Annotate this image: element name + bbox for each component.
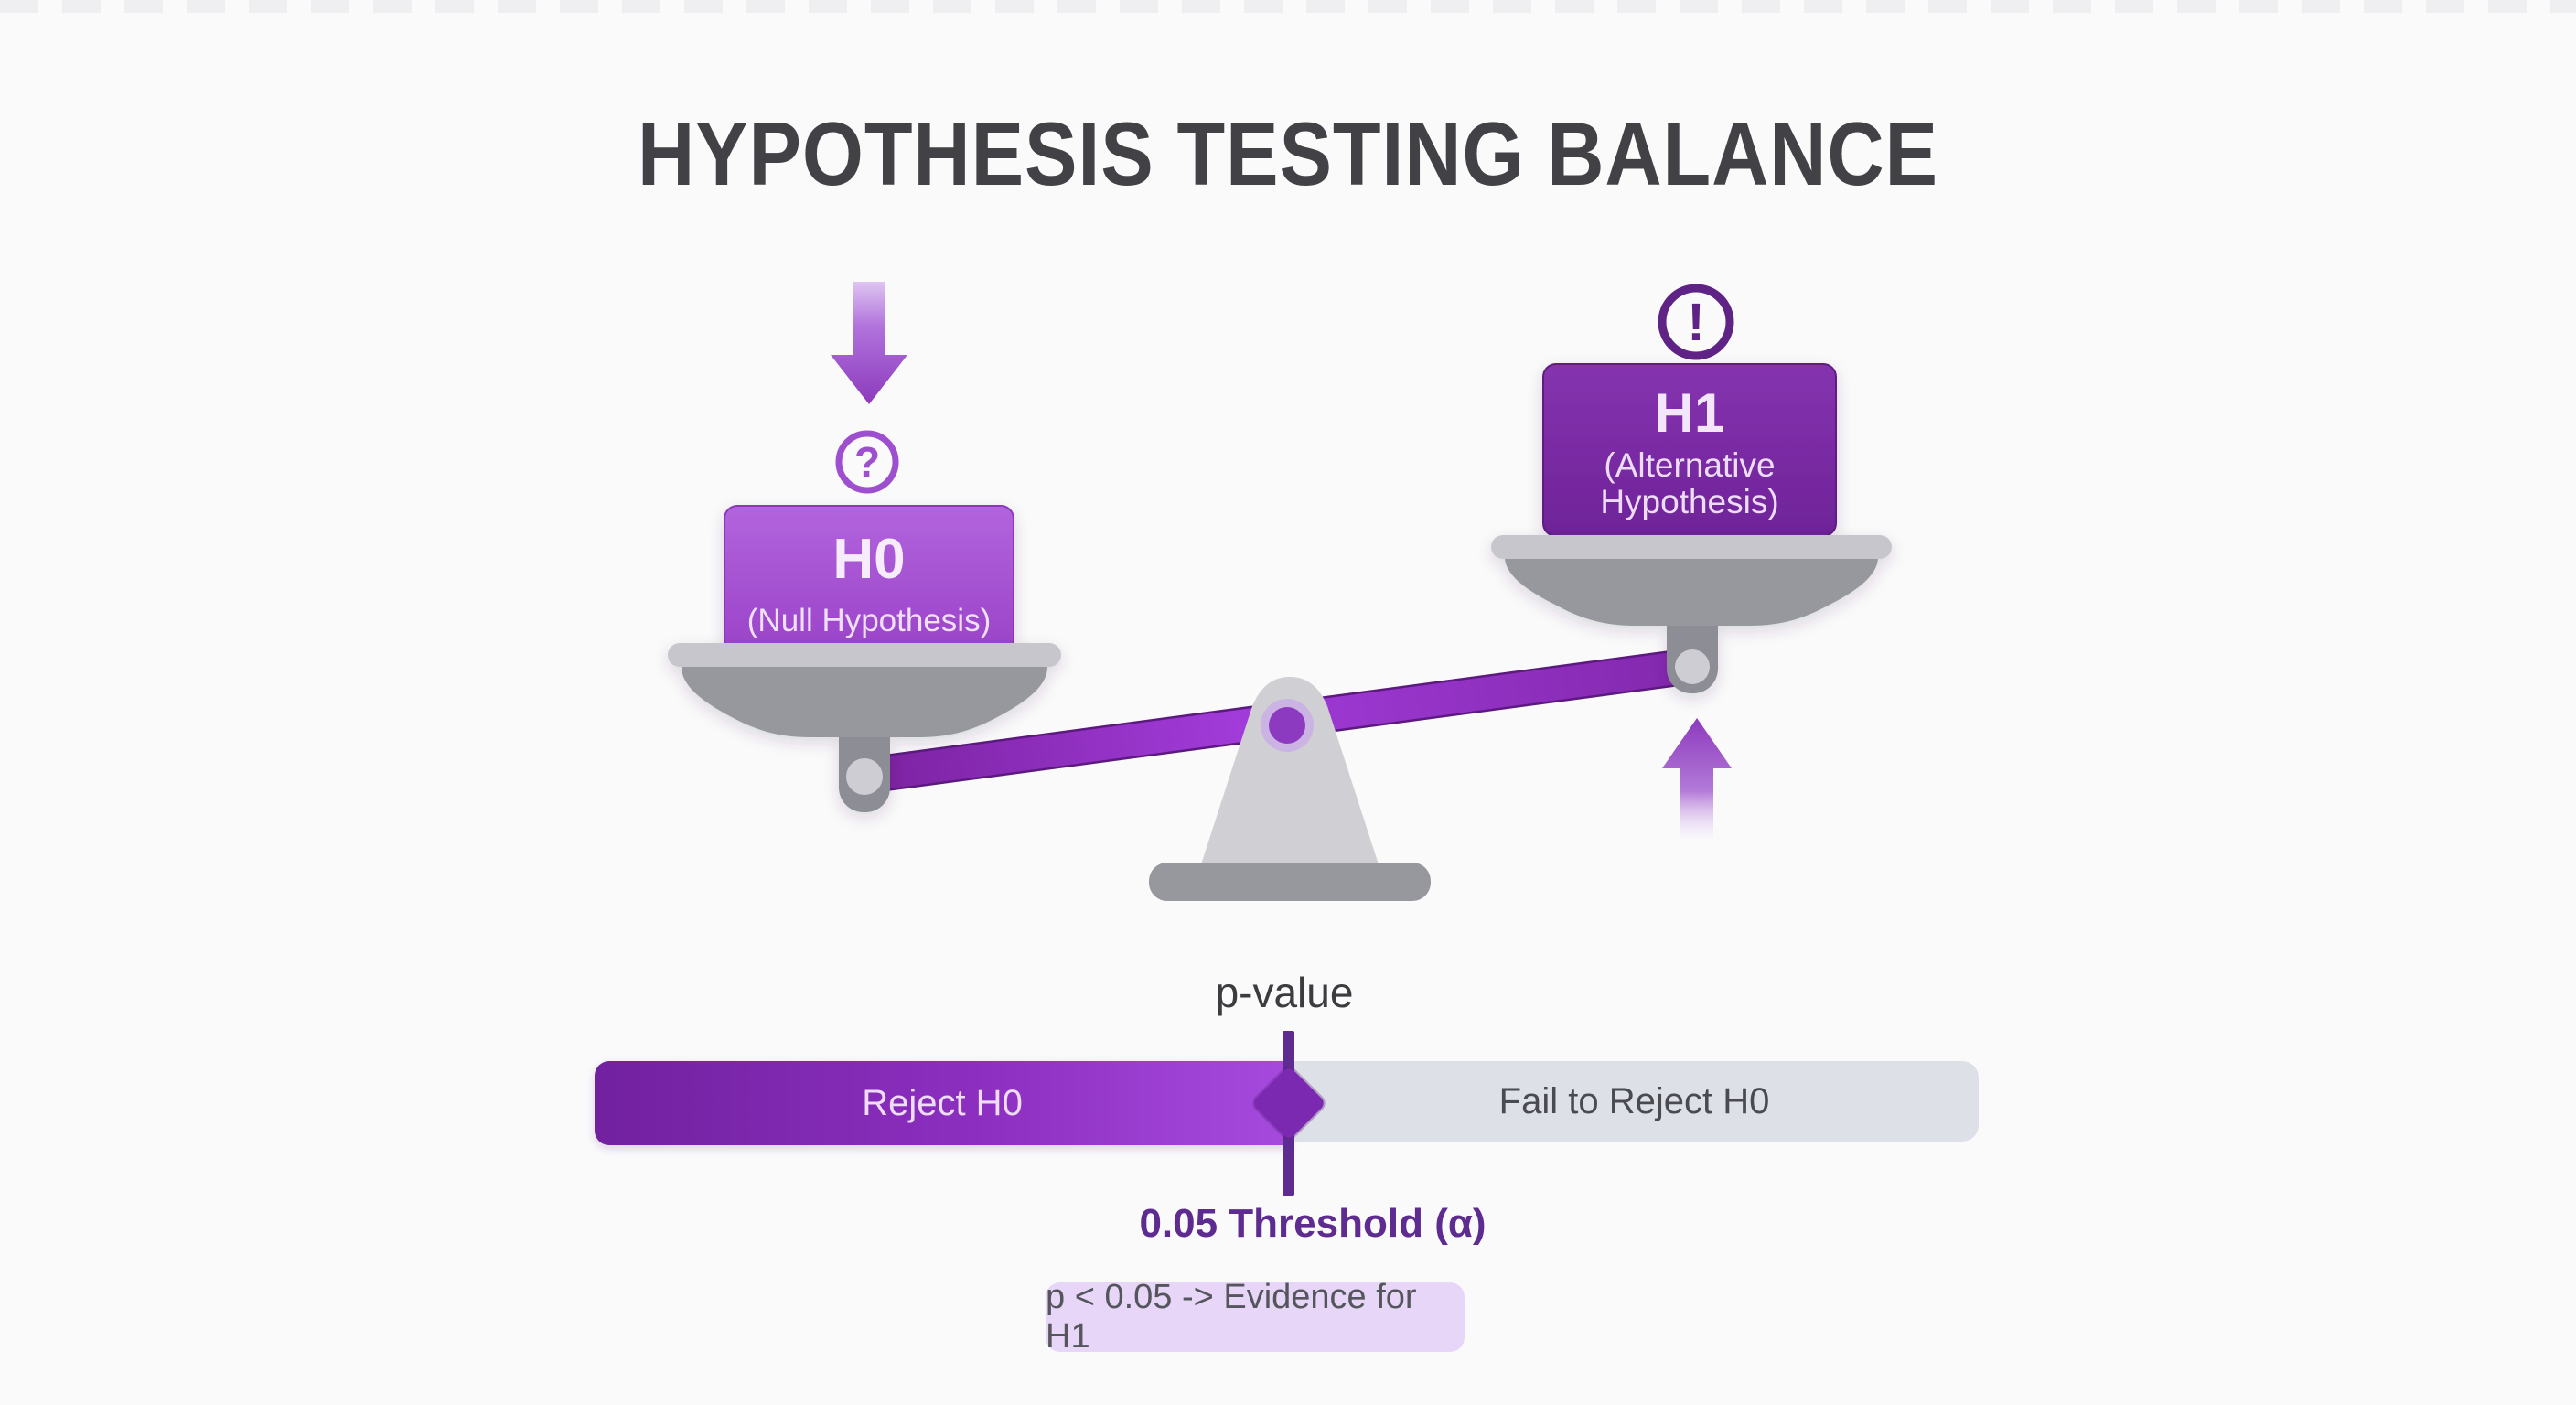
question-circle: [835, 430, 899, 494]
fulcrum: [1149, 677, 1431, 901]
up-arrow: [1662, 718, 1732, 838]
alert-icon: !: [1687, 293, 1704, 352]
left-pan-bowl: [682, 667, 1047, 737]
pivot-circle: [1269, 707, 1305, 744]
h1-label-line1: (Alternative: [1604, 446, 1775, 484]
fail-to-reject-zone: Fail to Reject H0: [1290, 1061, 1979, 1142]
left-pan: [668, 643, 1061, 812]
right-pan-pivot: [1675, 649, 1710, 684]
conclusion-note: p < 0.05 -> Evidence for H1: [1046, 1278, 1465, 1356]
h1-label-line2: Hypothesis): [1600, 483, 1778, 520]
down-arrow: [831, 282, 907, 404]
right-pan-bar: [1491, 535, 1892, 559]
pvalue-pointer-label: p-value: [1215, 969, 1354, 1016]
right-pan: [1491, 535, 1892, 693]
left-pan-bar: [668, 643, 1061, 667]
reject-zone: Reject H0: [595, 1061, 1290, 1145]
fulcrum-base: [1149, 863, 1431, 901]
h0-card: H0 (Null Hypothesis): [724, 505, 1014, 655]
h0-code: H0: [832, 528, 905, 591]
fail-to-reject-zone-label: Fail to Reject H0: [1498, 1080, 1770, 1121]
alert-badge: !: [1658, 284, 1734, 360]
threshold-label: 0.05 Threshold (α): [1139, 1201, 1487, 1246]
alert-circle: [1658, 284, 1734, 360]
conclusion-note-text: p < 0.05 -> Evidence for H1: [1046, 1278, 1417, 1356]
h1-card: H1 (Alternative Hypothesis): [1542, 363, 1837, 537]
right-pan-bowl: [1505, 557, 1878, 626]
balance-scale-graphic: H0 (Null Hypothesis) H1 (Alternative Hyp…: [668, 282, 1892, 901]
h1-code: H1: [1655, 382, 1725, 444]
reject-zone-label: Reject H0: [862, 1082, 1023, 1123]
title-area: HYPOTHESIS TESTING BALANCE: [0, 102, 2576, 206]
fulcrum-triangle: [1201, 677, 1379, 864]
page-title: HYPOTHESIS TESTING BALANCE: [637, 103, 1938, 204]
h0-label: (Null Hypothesis): [747, 603, 991, 638]
top-edge-texture: [0, 0, 2576, 13]
left-pan-pivot: [846, 758, 883, 795]
question-badge: ?: [835, 430, 899, 494]
question-icon: ?: [854, 438, 880, 486]
